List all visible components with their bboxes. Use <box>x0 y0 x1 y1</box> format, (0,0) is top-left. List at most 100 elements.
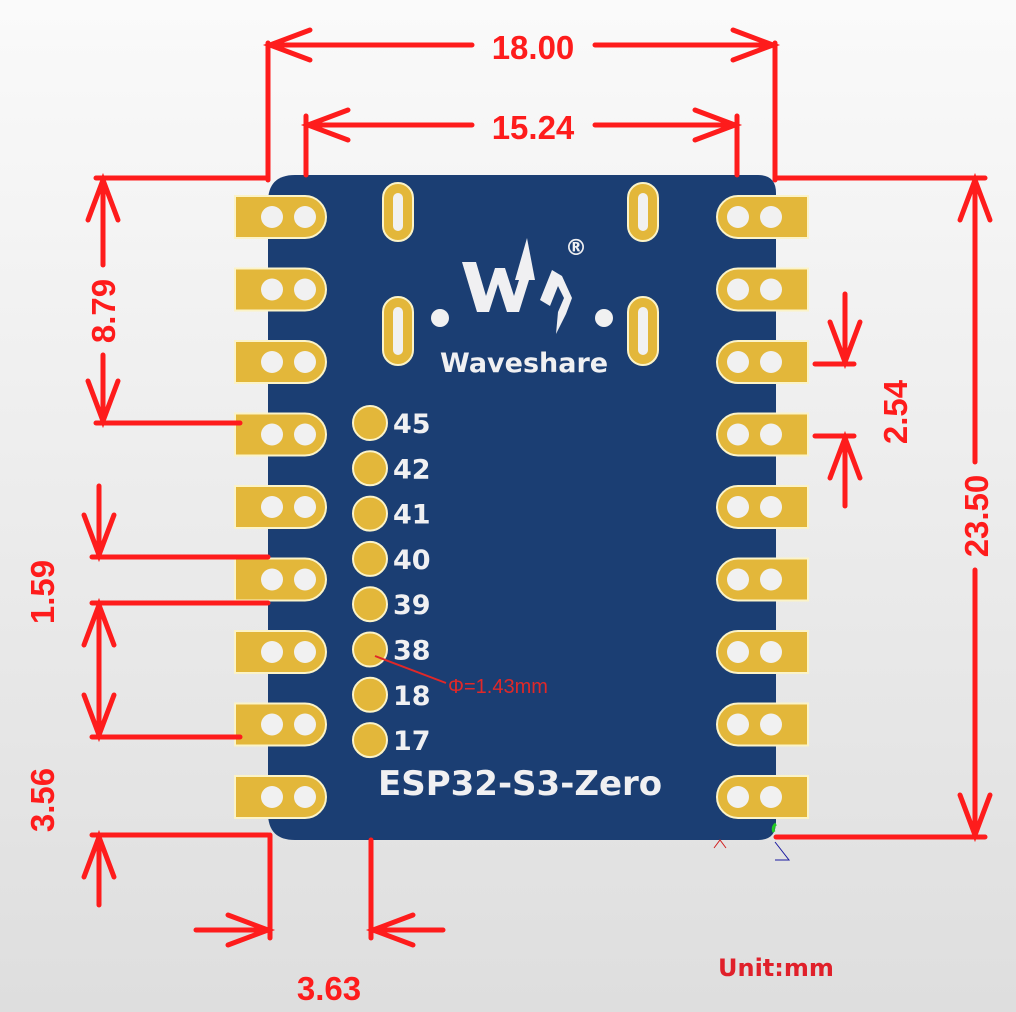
pad-hole <box>294 206 316 228</box>
pad-hole <box>261 496 283 518</box>
dim-top-to-pin: 8.79 <box>85 172 271 429</box>
inner-pad-label: 39 <box>393 590 431 621</box>
dim-pin-row-spacing: 15.24 <box>300 107 743 178</box>
castellated-pad-right <box>716 630 809 674</box>
dim-pin-pitch-label: 2.54 <box>877 379 914 444</box>
pad-hole <box>727 713 749 736</box>
dimension-lines: 18.00 15.24 23.50 <box>24 27 995 1007</box>
dim-overall-height-label: 23.50 <box>958 475 995 558</box>
pad-hole <box>727 641 749 663</box>
pad-hole <box>261 423 283 446</box>
pad-hole <box>760 351 782 373</box>
pad-hole <box>727 206 749 228</box>
pad-hole <box>261 568 283 591</box>
right-pad-column <box>716 195 809 819</box>
castellated-pad-right <box>716 412 809 457</box>
pad-hole <box>760 713 782 736</box>
castellated-pad-right <box>716 267 809 312</box>
inner-pad-label: 41 <box>393 500 431 531</box>
inner-pad-label: 17 <box>393 726 431 757</box>
pad-hole <box>294 496 316 518</box>
castellated-pad-left <box>234 702 327 747</box>
castellated-pad-left <box>234 557 327 602</box>
pad-hole <box>727 568 749 591</box>
dim-overall-width: 18.00 <box>262 27 781 183</box>
pad-hole <box>727 496 749 518</box>
pad-hole <box>294 713 316 736</box>
unit-label: Unit:mm <box>718 954 834 982</box>
inner-pad-label: 40 <box>393 545 431 576</box>
dim-pad-width-label: 1.59 <box>24 560 61 624</box>
castellated-pad-right <box>716 775 809 819</box>
dim-bottom-offset: 3.56 <box>24 597 271 908</box>
castellated-pad-right <box>716 340 809 384</box>
pad-hole <box>294 278 316 301</box>
inner-pad: 42 <box>352 450 431 487</box>
dim-pin-row-spacing-label: 15.24 <box>492 109 575 146</box>
castellated-pad-left <box>234 195 327 239</box>
pad-hole <box>261 641 283 663</box>
castellated-pad-left <box>234 412 327 457</box>
castellated-pad-right <box>716 485 809 529</box>
pad-hole <box>294 423 316 446</box>
hole-diameter-label: Φ=1.43mm <box>448 676 548 698</box>
logo-w-icon <box>462 238 535 312</box>
pad-hole <box>294 351 316 373</box>
pad-hole <box>294 786 316 808</box>
dim-pad-width: 1.59 <box>24 483 271 624</box>
left-pad-column <box>234 195 327 819</box>
inner-pad-column: 45 42 41 40 39 38 18 17 <box>352 405 431 759</box>
castellated-pad-right <box>716 557 809 602</box>
pad-hole <box>760 641 782 663</box>
dim-overall-height: 23.50 <box>773 172 995 843</box>
brand-name: Waveshare <box>440 348 608 379</box>
fiducial-right <box>595 309 613 327</box>
mounting-slots <box>382 182 659 366</box>
castellated-pad-right <box>716 702 809 747</box>
dim-inner-offset: 3.63 <box>193 832 446 1007</box>
pad-hole <box>294 568 316 591</box>
pad-hole <box>727 351 749 373</box>
inner-pad-label: 45 <box>393 409 431 440</box>
pad-hole <box>760 786 782 808</box>
dim-top-to-pin-label: 8.79 <box>85 279 122 343</box>
logo-arrow-icon <box>540 270 572 334</box>
inner-pad: 45 <box>352 405 431 441</box>
pad-hole <box>727 423 749 446</box>
castellated-pad-left <box>234 485 327 529</box>
inner-pad: 39 <box>352 586 431 623</box>
pad-hole <box>727 786 749 808</box>
pad-hole <box>760 496 782 518</box>
castellated-pad-left <box>234 340 327 384</box>
dim-pin-pitch: 2.54 <box>812 291 914 509</box>
dim-overall-width-label: 18.00 <box>492 29 575 66</box>
pad-hole <box>261 351 283 373</box>
castellated-pad-right <box>716 195 809 239</box>
pad-hole <box>294 641 316 663</box>
axis-gizmo-icon <box>713 822 791 861</box>
dim-inner-offset-label: 3.63 <box>297 970 361 1007</box>
inner-pad: 17 <box>352 722 431 759</box>
pad-hole <box>760 423 782 446</box>
dim-bottom-offset-label: 3.56 <box>24 768 61 832</box>
inner-pad-label: 18 <box>393 681 431 712</box>
castellated-pad-left <box>234 775 327 819</box>
pad-hole <box>261 206 283 228</box>
pad-hole <box>727 278 749 301</box>
hole-diameter-callout: Φ=1.43mm <box>374 655 548 698</box>
castellated-pad-left <box>234 267 327 312</box>
inner-pad: 18 <box>352 676 431 713</box>
pad-hole <box>261 278 283 301</box>
waveshare-logo: ® Waveshare <box>440 236 608 379</box>
castellated-pad-left <box>234 630 327 674</box>
fiducial-left <box>431 309 449 327</box>
board-name: ESP32-S3-Zero <box>378 764 662 804</box>
pad-hole <box>760 568 782 591</box>
inner-pad-label: 38 <box>393 636 431 667</box>
pad-hole <box>760 278 782 301</box>
inner-pad-label: 42 <box>393 454 431 485</box>
pad-hole <box>261 713 283 736</box>
pad-hole <box>760 206 782 228</box>
pad-hole <box>261 786 283 808</box>
